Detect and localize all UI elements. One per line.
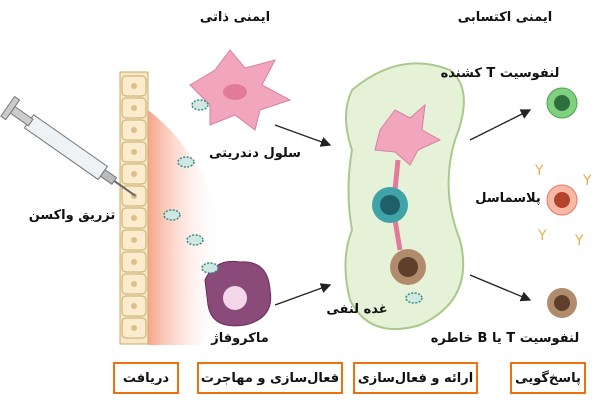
killer-t-label: لنفوسیت T کشنده: [440, 66, 560, 81]
epithelial-nucleus: [131, 303, 137, 309]
epithelial-nucleus: [131, 325, 137, 331]
epithelium-column: [119, 71, 149, 345]
antigen-icon: [405, 292, 423, 304]
epithelial-nucleus: [131, 259, 137, 265]
antigen-icon: [186, 234, 204, 246]
epithelial-nucleus: [131, 281, 137, 287]
svg-text:Y: Y: [574, 233, 584, 249]
innate-immunity-header: ایمنی ذاتی: [199, 10, 271, 25]
memory-cell-icon: [547, 288, 577, 318]
plasma-cell-label: پلاسماسل: [475, 191, 541, 206]
antigen-icon: [163, 209, 181, 221]
node-dendritic-cell-icon: [374, 103, 442, 251]
t-cell-icon: [372, 187, 408, 223]
tissue-inflammation-area: [148, 110, 223, 345]
stage-receive: دریافت: [113, 362, 179, 394]
stage-response: پاسخ‌گویی: [510, 362, 586, 394]
adaptive-immunity-header: ایمنی اکتسابی: [457, 10, 553, 25]
syringe-icon: [0, 95, 137, 197]
antigen-icon: [177, 156, 195, 168]
svg-text:Y: Y: [537, 228, 547, 244]
antigen-particles: [163, 99, 423, 304]
vaccine-injection-label: تزریق واکسن: [28, 208, 116, 223]
svg-text:Y: Y: [582, 173, 592, 189]
macrophage-icon: [204, 260, 272, 327]
stage-presentation-activation: ارائه و فعال‌سازی: [353, 362, 478, 394]
stage-activation-migration: فعال‌سازی و مهاجرت: [197, 362, 343, 394]
epithelial-nucleus: [131, 105, 137, 111]
dendritic-cell-icon: [189, 49, 292, 131]
epithelial-nucleus: [131, 149, 137, 155]
killer-t-cell-icon: [546, 87, 578, 119]
epithelial-nucleus: [131, 127, 137, 133]
plasma-cell-icon: Y Y Y Y: [534, 163, 592, 249]
epithelial-nucleus: [131, 237, 137, 243]
epithelial-nucleus: [131, 171, 137, 177]
epithelial-nucleus: [131, 83, 137, 89]
antigen-icon: [201, 262, 219, 274]
svg-text:Y: Y: [534, 163, 544, 179]
memory-cell-label: لنفوسیت T یا B خاطره: [430, 331, 580, 346]
lymph-node-label: غده لنفی: [326, 302, 388, 317]
b-cell-icon: [390, 249, 426, 285]
epithelial-nucleus: [131, 215, 137, 221]
macrophage-label: ماکروفاژ: [211, 331, 269, 346]
dendritic-cell-label: سلول دندریتی: [209, 146, 301, 161]
arrows: [274, 109, 532, 306]
antigen-icon: [191, 99, 209, 111]
